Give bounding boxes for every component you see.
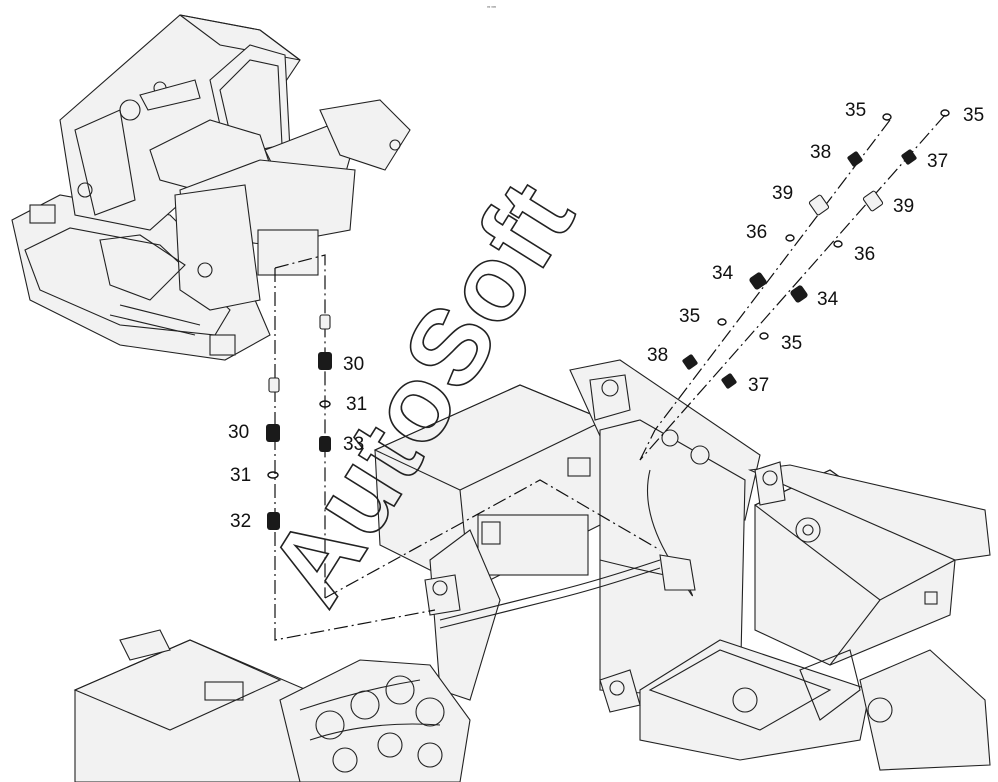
fitting-37-a <box>901 149 917 165</box>
engine-assembly <box>73 629 471 782</box>
o-ring-35-b <box>940 109 950 117</box>
machine-frame-assembly <box>373 359 991 771</box>
fitting-38-b <box>682 354 698 370</box>
label-32: 32 <box>230 511 251 532</box>
o-ring-31-left <box>267 471 279 479</box>
label-39-b: 39 <box>893 196 914 217</box>
fitting-30-left <box>266 424 280 442</box>
label-34-b: 34 <box>817 289 839 310</box>
label-30-right: 30 <box>343 354 364 375</box>
fitting-37-b <box>721 373 737 389</box>
label-36-a: 36 <box>746 222 767 243</box>
fitting-30-right <box>318 352 332 370</box>
o-ring-35-c <box>717 318 727 326</box>
label-31-left: 31 <box>230 465 251 486</box>
fitting-33 <box>319 436 331 452</box>
label-33: 33 <box>343 434 364 455</box>
label-35-a: 35 <box>845 100 866 121</box>
o-ring-36-a <box>785 234 795 242</box>
o-ring-31-right <box>319 400 331 408</box>
adapter-top-left <box>268 377 280 393</box>
fitting-34-a <box>749 272 767 290</box>
label-37-b: 37 <box>748 375 769 396</box>
fitting-38-a <box>847 151 863 167</box>
label-30-left: 30 <box>228 422 249 443</box>
label-38-b: 38 <box>647 345 668 366</box>
label-39-a: 39 <box>772 183 793 204</box>
adapter-39-a <box>808 194 830 216</box>
fittings <box>266 109 950 530</box>
label-35-d: 35 <box>781 333 802 354</box>
fitting-34-b <box>790 285 808 303</box>
adapter-39-b <box>862 190 884 212</box>
reference-code: ⁰⁰ ⁰⁰⁰ <box>487 5 497 10</box>
operator-cab-assembly <box>11 14 411 361</box>
label-35-b: 35 <box>963 105 984 126</box>
label-37-a: 37 <box>927 151 948 172</box>
label-36-b: 36 <box>854 244 875 265</box>
o-ring-35-a <box>882 113 892 121</box>
label-38-a: 38 <box>810 142 831 163</box>
fitting-32 <box>267 512 280 530</box>
o-ring-36-b <box>833 240 843 248</box>
label-31-right: 31 <box>346 394 367 415</box>
o-ring-35-d <box>759 332 769 340</box>
label-35-c: 35 <box>679 306 700 327</box>
part-labels: 30 31 33 30 31 32 35 35 38 37 39 39 36 3… <box>228 100 984 532</box>
label-34-a: 34 <box>712 263 734 284</box>
adapter-top-right <box>319 314 331 330</box>
